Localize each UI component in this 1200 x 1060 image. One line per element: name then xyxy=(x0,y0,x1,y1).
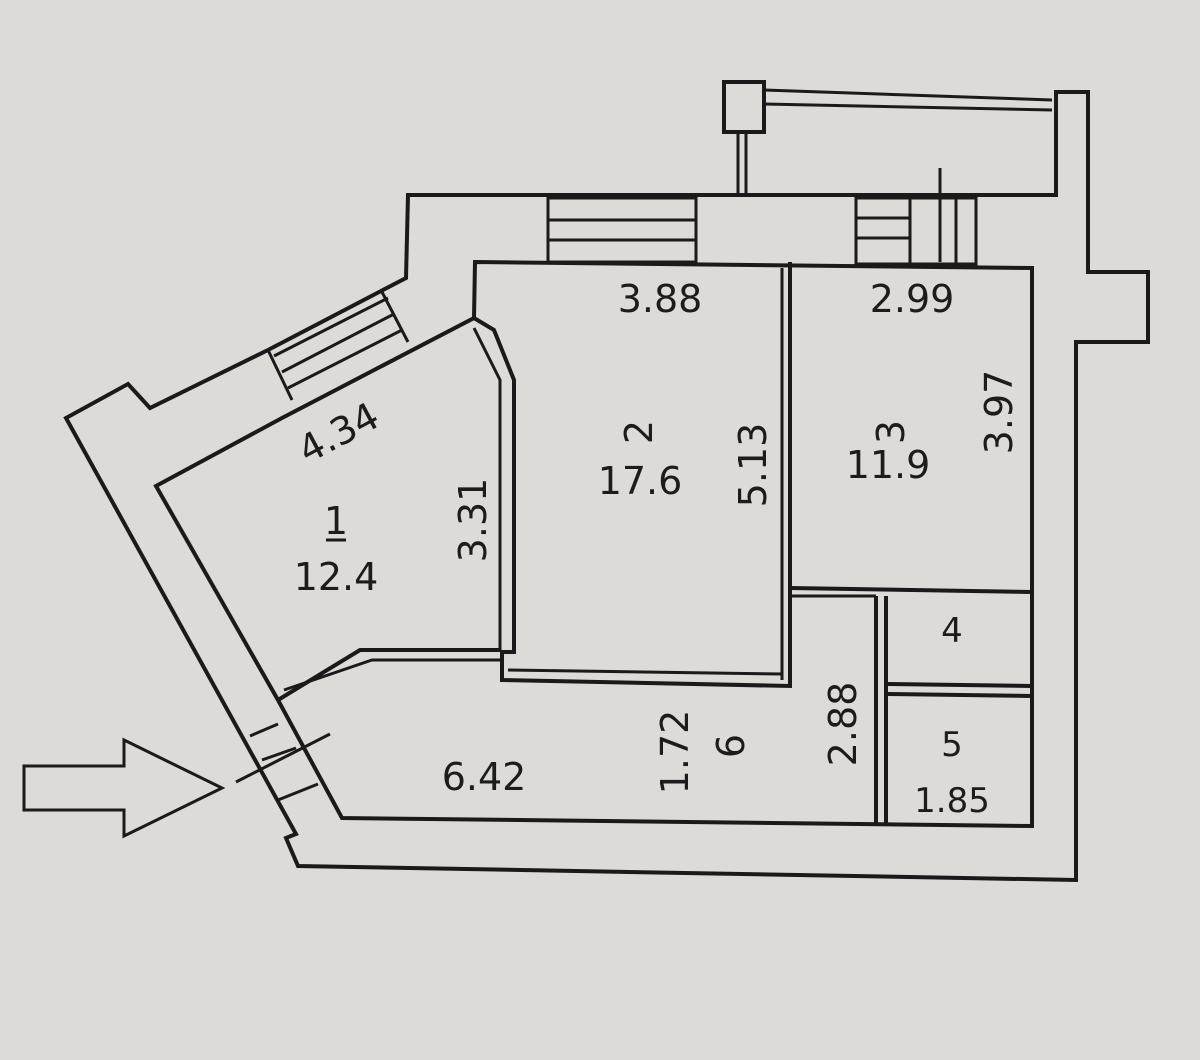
bathroom-walls xyxy=(874,596,1033,826)
arrow-right-icon xyxy=(22,737,226,839)
room-area: 17.6 xyxy=(598,459,683,503)
room-number: 6 xyxy=(709,734,753,758)
dimension-label: 1.72 xyxy=(653,710,697,795)
room-area: 12.4 xyxy=(294,555,379,599)
window-room-1 xyxy=(266,291,410,401)
dimension-label: 3.31 xyxy=(451,478,495,563)
balcony xyxy=(722,80,1053,262)
room-2-wall xyxy=(472,262,792,689)
window-room-2 xyxy=(546,196,698,264)
dimension-label: 5.13 xyxy=(731,423,775,508)
outer-wall xyxy=(63,90,1150,883)
room-number: 2 xyxy=(617,420,661,444)
room-number: 1 xyxy=(324,499,348,543)
window-room-3 xyxy=(854,196,978,266)
room-number: 5 xyxy=(941,725,963,765)
room-area: 6.42 xyxy=(442,755,527,799)
room-number: 3 xyxy=(869,420,913,444)
dimension-label: 2.99 xyxy=(870,277,955,321)
room-area: 1.85 xyxy=(914,781,990,821)
dimension-label: 3.88 xyxy=(618,277,703,321)
room-area: 11.9 xyxy=(846,443,931,487)
entrance-door xyxy=(235,722,331,802)
dimension-label: 2.88 xyxy=(821,682,865,767)
room-number: 4 xyxy=(941,611,963,651)
dimension-label: 3.97 xyxy=(977,370,1021,455)
